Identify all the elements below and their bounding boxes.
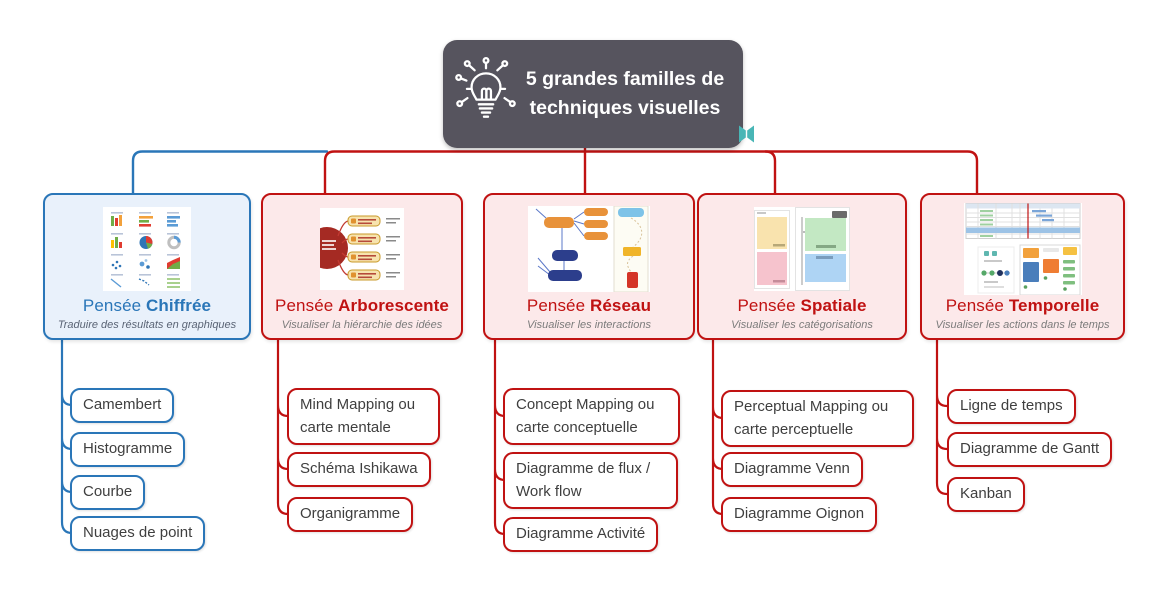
branch-topic-spatiale[interactable]: Pensée Spatiale Visualiser les catégoris…	[697, 193, 907, 340]
subtopic-camembert[interactable]: Camembert	[70, 388, 175, 423]
branch-topic-chiffree[interactable]: Pensée Chiffrée Traduire des résultats e…	[43, 193, 251, 340]
branch-subtitle: Visualiser les catégorisations	[731, 319, 873, 331]
subtopic-organigramme[interactable]: Organigramme	[287, 497, 414, 532]
branch-title: Pensée Spatiale	[737, 296, 867, 315]
subtopic-diagramme-de-gantt[interactable]: Diagramme de Gantt	[947, 432, 1113, 467]
subtopic-perceptual-mapping[interactable]: Perceptual Mapping ou carte perceptuelle	[721, 390, 914, 447]
branch-topic-temporelle[interactable]: Pensée Temporelle Visualiser les actions…	[920, 193, 1125, 340]
quadrant-map-thumbnail	[754, 203, 850, 295]
subtopic-schema-ishikawa[interactable]: Schéma Ishikawa	[287, 452, 431, 487]
subtopic-nuages-de-point[interactable]: Nuages de point	[70, 516, 206, 551]
subtopic-diagramme-oignon[interactable]: Diagramme Oignon	[721, 497, 878, 532]
subtopic-ligne-de-temps[interactable]: Ligne de temps	[947, 389, 1076, 424]
subtopic-diagramme-venn[interactable]: Diagramme Venn	[721, 452, 863, 487]
branch-title: Pensée Réseau	[526, 296, 652, 315]
subtopic-histogramme[interactable]: Histogramme	[70, 432, 186, 467]
subtopic-diagramme-de-flux[interactable]: Diagramme de flux / Work flow	[503, 452, 678, 509]
central-topic[interactable]: 5 grandes familles de techniques visuell…	[443, 40, 743, 148]
branch-title: Pensée Chiffrée	[82, 296, 212, 315]
branch-topic-arborescente[interactable]: Pensée Arborescente Visualiser la hiérar…	[261, 193, 463, 340]
branch-subtitle: Traduire des résultats en graphiques	[57, 319, 237, 331]
subtopic-concept-mapping[interactable]: Concept Mapping ou carte conceptuelle	[503, 388, 680, 445]
gantt-kanban-thumbnail	[963, 203, 1082, 295]
subtopic-diagramme-activite[interactable]: Diagramme Activité	[503, 517, 659, 552]
branch-title: Pensée Temporelle	[945, 296, 1100, 315]
branch-topic-reseau[interactable]: Pensée Réseau Visualiser les interaction…	[483, 193, 695, 340]
subtopic-courbe[interactable]: Courbe	[70, 475, 146, 510]
branch-title: Pensée Arborescente	[275, 296, 449, 315]
central-topic-title: 5 grandes familles de techniques visuell…	[525, 67, 725, 119]
branch-subtitle: Visualiser les actions dans le temps	[935, 319, 1110, 331]
chart-gallery-thumbnail	[103, 203, 191, 295]
branch-subtitle: Visualiser les interactions	[527, 319, 651, 331]
subtopic-mind-mapping[interactable]: Mind Mapping ou carte mentale	[287, 388, 440, 445]
mindomo-butterfly-logo	[739, 125, 754, 143]
mindmap-thumbnail	[320, 203, 404, 295]
subtopic-kanban[interactable]: Kanban	[947, 477, 1025, 512]
idea-lightbulb-icon	[455, 56, 516, 118]
concept-map-flowchart-thumbnail	[528, 203, 650, 295]
branch-subtitle: Visualiser la hiérarchie des idées	[281, 319, 443, 331]
